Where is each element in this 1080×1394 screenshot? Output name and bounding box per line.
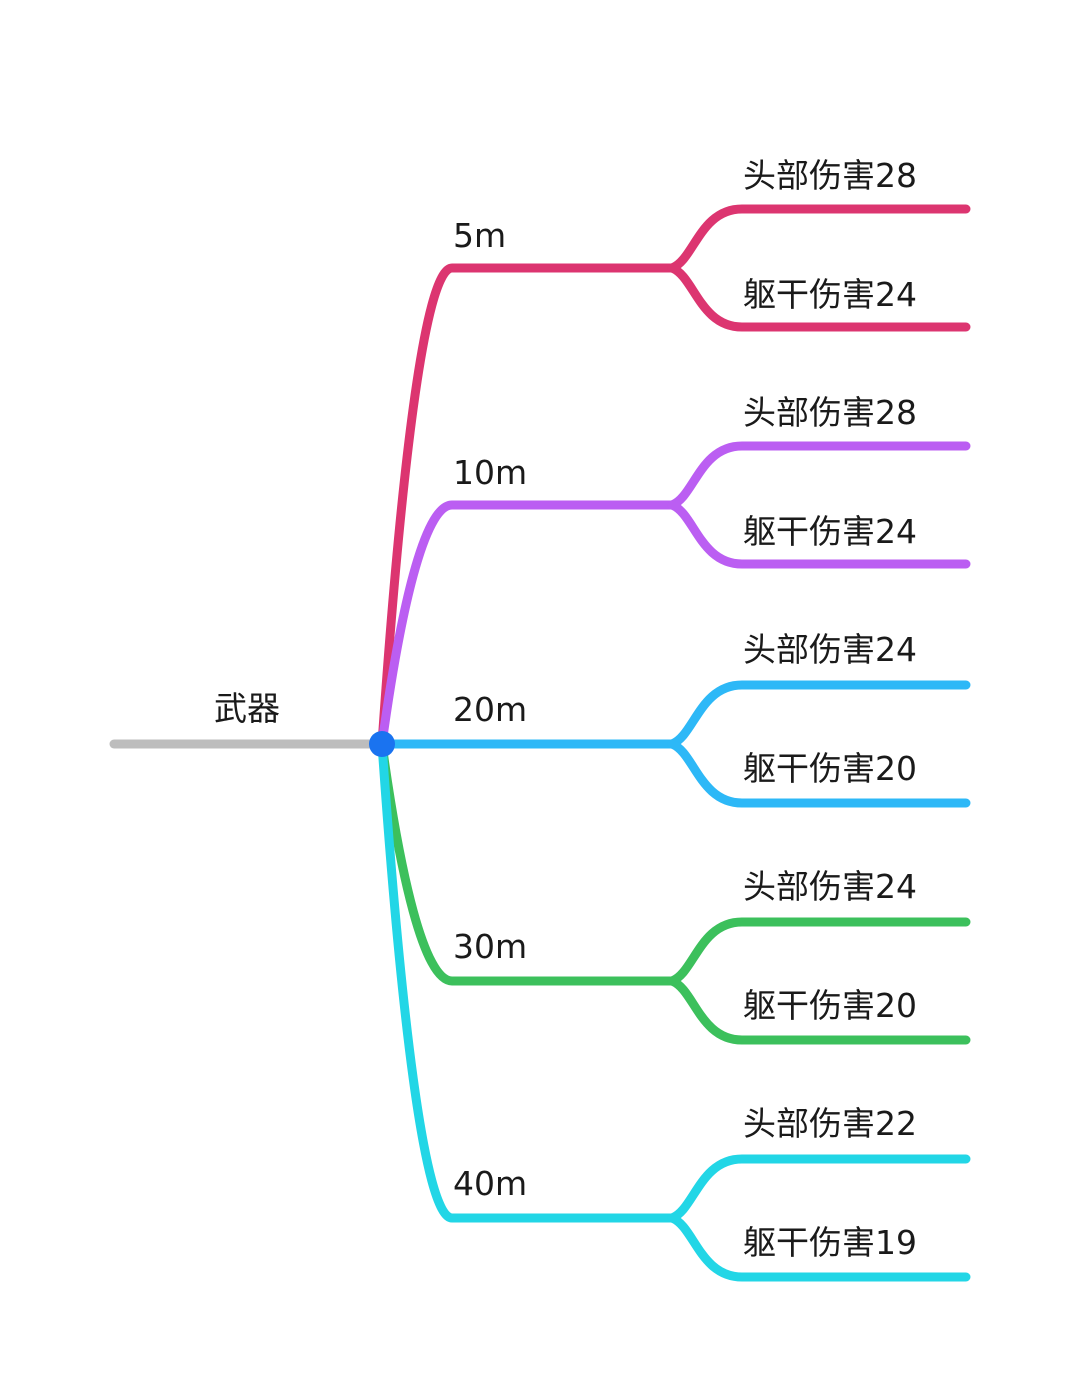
leaf-line-5m-head [667, 204, 971, 273]
leaf-line-40m-head [667, 1154, 971, 1223]
root-node-dot[interactable] [369, 731, 395, 757]
root-label[interactable]: 武器 [214, 689, 280, 728]
leaf-line-10m-head [667, 441, 971, 510]
leaf-label-20m-torso[interactable]: 躯干伤害20 [743, 749, 917, 788]
branch-label-20m[interactable]: 20m [453, 690, 528, 729]
leaf-label-40m-head[interactable]: 头部伤害22 [743, 1104, 917, 1143]
leaf-label-10m-torso[interactable]: 躯干伤害24 [743, 512, 917, 551]
branch-label-5m[interactable]: 5m [453, 216, 507, 255]
leaf-label-5m-torso[interactable]: 躯干伤害24 [743, 275, 917, 314]
branch-line-40m [377, 739, 677, 1223]
leaf-label-40m-torso[interactable]: 躯干伤害19 [743, 1223, 917, 1262]
leaf-label-30m-head[interactable]: 头部伤害24 [743, 867, 917, 906]
leaf-label-10m-head[interactable]: 头部伤害28 [743, 393, 917, 432]
branch-line-10m [377, 500, 677, 749]
branch-label-10m[interactable]: 10m [453, 453, 528, 492]
leaf-line-30m-head [667, 917, 971, 986]
leaf-line-10m-torso [667, 500, 971, 569]
leaf-line-5m-torso [667, 263, 971, 332]
leaf-line-20m-torso [667, 739, 971, 808]
leaf-line-20m-head [667, 680, 971, 749]
leaf-label-5m-head[interactable]: 头部伤害28 [743, 156, 917, 195]
leaf-line-30m-torso [667, 976, 971, 1045]
branch-line-5m [377, 263, 677, 749]
branch-label-30m[interactable]: 30m [453, 927, 528, 966]
leaf-label-30m-torso[interactable]: 躯干伤害20 [743, 986, 917, 1025]
leaf-line-40m-torso [667, 1213, 971, 1282]
branch-label-40m[interactable]: 40m [453, 1164, 528, 1203]
mindmap-links [109, 204, 971, 1282]
leaf-label-20m-head[interactable]: 头部伤害24 [743, 630, 917, 669]
